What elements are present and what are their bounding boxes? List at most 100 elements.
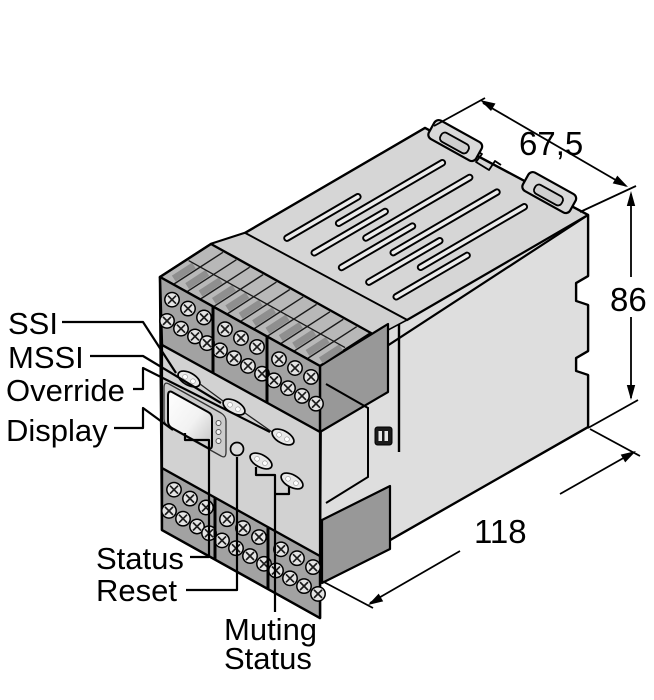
comb-cavity	[252, 307, 277, 327]
screw-center	[186, 307, 190, 310]
dimension-arrowheads	[368, 100, 636, 605]
screw-center	[260, 372, 264, 375]
vent-slot-inner	[364, 175, 472, 240]
screw-center	[309, 375, 313, 379]
screw-center	[288, 577, 292, 580]
screw-center	[179, 327, 183, 330]
ssi-leader	[62, 320, 177, 374]
panel-print-lines	[199, 383, 273, 433]
screw-center	[246, 364, 250, 368]
screw-center	[300, 394, 304, 398]
comb-cavity	[318, 344, 343, 364]
led-ssi-indicator	[177, 370, 201, 388]
vent-slots	[283, 159, 529, 301]
terminal-comb-cavities	[171, 251, 358, 364]
comb-divider	[227, 281, 277, 315]
comb-mid-rail	[188, 259, 346, 349]
screw-center	[295, 556, 299, 560]
display-status-leds	[215, 420, 222, 444]
comb-divider	[213, 274, 264, 307]
vent-slot-inner	[312, 209, 387, 255]
comb-divider	[240, 288, 291, 322]
height-dimension-value: 86	[610, 281, 647, 318]
callout-muting-line1: Muting	[224, 612, 317, 647]
comb-cavity	[171, 262, 196, 282]
screw-center	[193, 335, 197, 338]
screw-center	[272, 379, 276, 382]
screw-center	[181, 517, 185, 520]
screw-center	[255, 345, 259, 349]
screw-center	[316, 592, 320, 596]
screw-center	[170, 298, 174, 301]
callout-ssi: SSI	[8, 306, 58, 341]
screw-center	[205, 341, 209, 345]
comb-cavity	[305, 336, 330, 356]
extension-line	[579, 185, 637, 213]
din-clip-front	[521, 170, 578, 215]
screw-center	[302, 584, 306, 588]
screw-center	[220, 539, 224, 542]
reset-leader	[186, 457, 239, 592]
screw-center	[223, 327, 227, 331]
callout-status: Status	[96, 541, 184, 576]
mssi-leader	[90, 354, 222, 404]
display-leader	[114, 406, 174, 431]
screw-center	[218, 349, 222, 352]
led-override-indicator	[271, 428, 295, 446]
screw-center	[277, 357, 281, 361]
din-clip-rear	[427, 118, 484, 163]
screw-center	[202, 316, 206, 319]
screw-center	[314, 402, 318, 405]
comb-divider	[254, 296, 304, 330]
comb-divider	[294, 318, 344, 352]
led-mssi-indicator	[222, 398, 246, 416]
comb-divider	[173, 251, 224, 285]
vent-slot-inner	[394, 253, 469, 299]
screw-center	[188, 497, 192, 500]
led-muting-status-indicator	[280, 472, 304, 490]
vent-slot-inner	[336, 160, 445, 226]
callout-reset: Reset	[96, 573, 177, 608]
depth-dimension-line	[369, 451, 635, 604]
terminal-bottom-row-side	[320, 484, 392, 585]
screw-center	[279, 548, 283, 551]
screw-center	[241, 526, 245, 530]
terminal-block-dividers	[211, 306, 270, 589]
muting-status-leader	[254, 467, 291, 612]
screw-center	[225, 518, 229, 521]
comb-cavity	[198, 277, 223, 297]
extension-line	[433, 97, 486, 127]
screw-center	[172, 488, 176, 491]
vent-slot-inner	[391, 190, 499, 255]
screw-center	[232, 356, 236, 360]
comb-cavity	[278, 322, 303, 342]
screw-center	[204, 506, 208, 509]
vent-slot-inner	[339, 224, 415, 270]
comb-cavity	[292, 329, 317, 349]
callout-muting-line2: Status	[224, 641, 312, 676]
led-status-indicator	[249, 452, 273, 470]
extension-line	[321, 580, 374, 609]
screw-center	[257, 535, 261, 539]
override-leader	[133, 366, 271, 433]
depth-dimension-value: 118	[474, 513, 527, 550]
screw-center	[165, 319, 169, 323]
vent-slot-inner	[418, 204, 527, 270]
comb-divider	[280, 311, 331, 344]
screw-center	[167, 509, 171, 513]
side-face-step-line	[325, 383, 369, 504]
comb-cavity	[225, 292, 250, 312]
side-port-icon	[374, 426, 393, 446]
comb-cavity	[185, 270, 210, 289]
comb-cavity	[265, 314, 290, 334]
width-dimension-line	[482, 102, 627, 187]
comb-divider	[200, 266, 251, 300]
extension-line	[587, 399, 639, 429]
vent-slot-inner	[285, 194, 360, 240]
comb-cavity	[211, 284, 236, 304]
vent-slot-inner	[367, 238, 442, 284]
screw-center	[248, 554, 252, 558]
screw-center	[195, 525, 199, 528]
